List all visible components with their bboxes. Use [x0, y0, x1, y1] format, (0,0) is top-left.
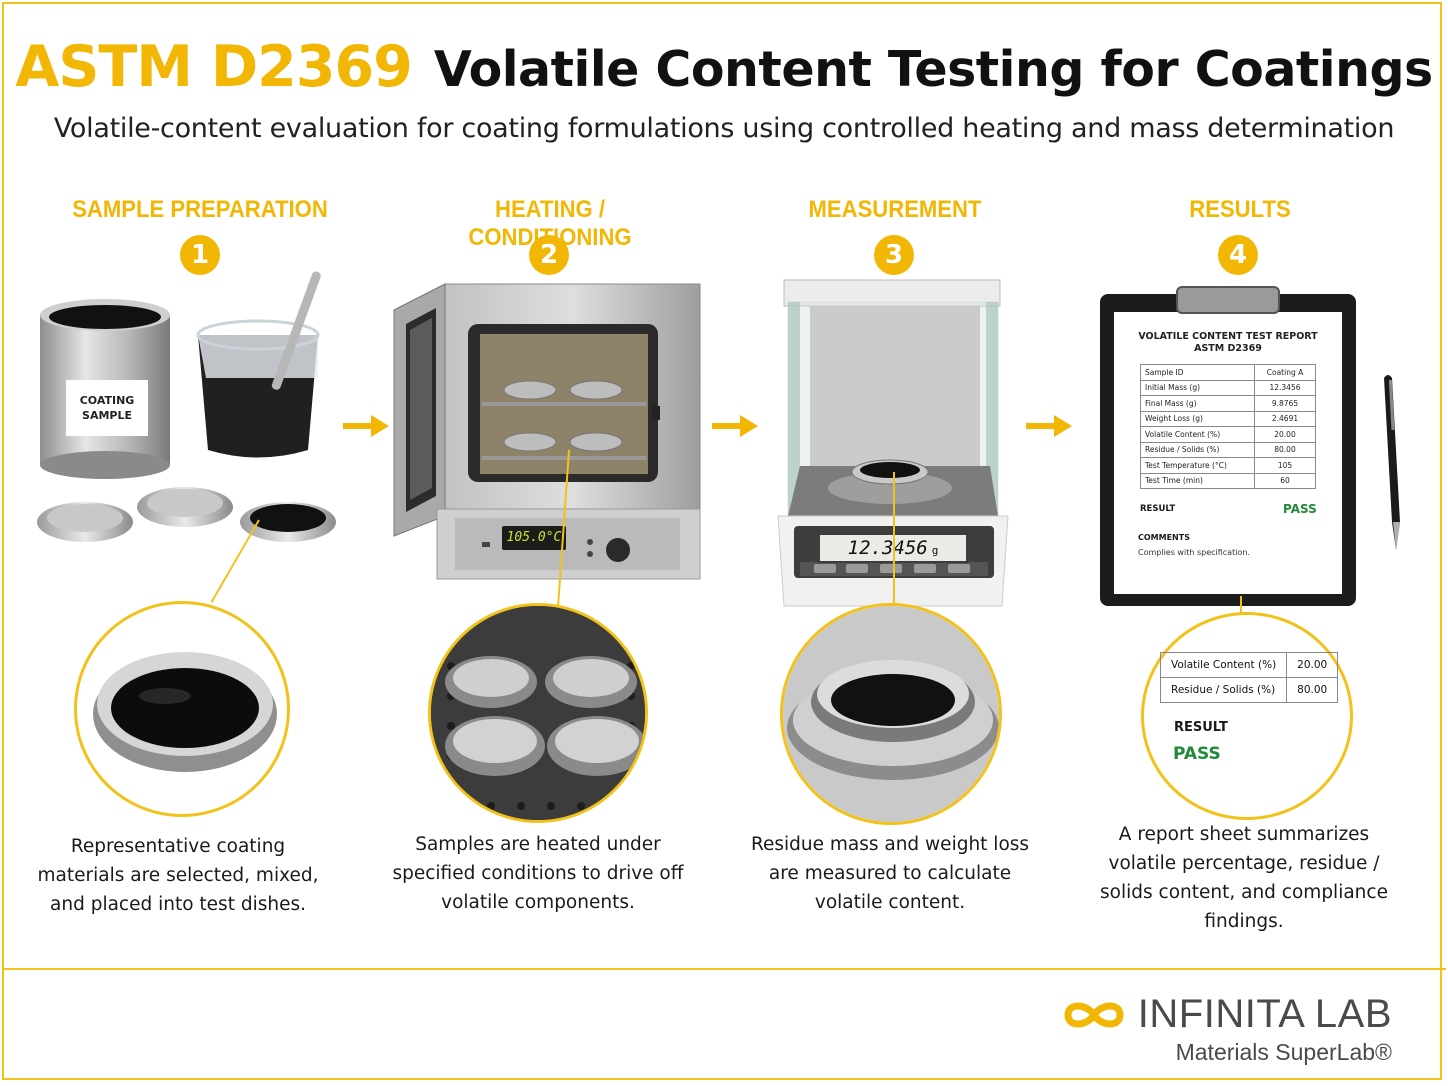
infinity-logo-icon	[1064, 1002, 1124, 1027]
leader-line	[1240, 596, 1242, 614]
row-label: Weight Loss (g)	[1140, 410, 1255, 427]
row-label: Sample ID	[1140, 364, 1255, 381]
report-result-label: RESULT	[1140, 504, 1176, 514]
brand-tagline: Materials SuperLab®	[1175, 1039, 1392, 1065]
step-1-description: Representative coating materials are sel…	[37, 836, 319, 915]
filled-dish-closeup	[93, 652, 277, 772]
row-label: Test Temperature (°C)	[1140, 457, 1255, 474]
drying-oven-illustration	[393, 283, 701, 580]
balance-unit: g	[931, 544, 939, 557]
report-result-value: PASS	[1283, 502, 1317, 516]
table-row: Volatile Content (%)20.00	[1159, 652, 1339, 678]
report-comments: Complies with specification.	[1138, 548, 1250, 557]
table-row: Initial Mass (g)12.3456	[1140, 379, 1316, 396]
step-3-heading: MEASUREMENT	[808, 196, 982, 223]
table-row: Volatile Content (%)20.00	[1140, 426, 1316, 443]
magnified-report-table: Volatile Content (%)20.00 Residue / Soli…	[1159, 652, 1339, 703]
coating-sample-label: COATING SAMPLE	[66, 380, 148, 436]
table-row: Test Time (min)60	[1140, 472, 1316, 489]
table-row: Residue / Solids (%)80.00	[1159, 677, 1339, 703]
balance-reading: 12.3456	[847, 537, 928, 559]
row-value: 80.00	[1286, 677, 1339, 703]
row-label: Volatile Content (%)	[1159, 652, 1288, 678]
row-value: 9.8765	[1254, 395, 1316, 412]
row-label: Initial Mass (g)	[1140, 379, 1255, 396]
row-label: Residue / Solids (%)	[1159, 677, 1288, 703]
zoom-circle-oven-rack	[428, 603, 648, 823]
report-title: VOLATILE CONTENT TEST REPORT ASTM D2369	[1114, 331, 1342, 355]
footer-divider	[2, 968, 1446, 970]
row-value: 2.4691	[1254, 410, 1316, 427]
magnified-result-value: PASS	[1173, 744, 1221, 764]
row-label: Test Time (min)	[1140, 472, 1255, 489]
step-4-description: A report sheet summarizes volatile perce…	[1100, 824, 1388, 932]
clipboard-clip	[1176, 286, 1280, 314]
row-label: Residue / Solids (%)	[1140, 441, 1255, 458]
row-label: Volatile Content (%)	[1140, 426, 1255, 443]
brand-logo: INFINITA LAB Materials SuperLab®	[1062, 992, 1392, 1066]
row-value: 80.00	[1254, 441, 1316, 458]
step-3-description: Residue mass and weight loss are measure…	[750, 834, 1030, 913]
table-row: Final Mass (g)9.8765	[1140, 395, 1316, 412]
zoom-circle-dish	[74, 601, 290, 817]
table-row: Residue / Solids (%)80.00	[1140, 441, 1316, 458]
arrow-right-icon	[712, 415, 758, 437]
leader-line	[893, 472, 895, 608]
row-value: 60	[1254, 472, 1316, 489]
step-4-heading: RESULTS	[1189, 196, 1291, 223]
arrow-right-icon	[343, 415, 389, 437]
report-title-text: VOLATILE CONTENT TEST REPORT	[1138, 331, 1318, 342]
page-title: ASTM D2369 Volatile Content Testing for C…	[0, 34, 1448, 100]
pen-icon	[1384, 375, 1400, 550]
zoom-circle-balance-pan	[780, 603, 1002, 825]
row-value: 105	[1254, 457, 1316, 474]
step-1-heading: SAMPLE PREPARATION	[72, 196, 328, 223]
row-label: Final Mass (g)	[1140, 395, 1255, 412]
oven-rack-dishes-closeup	[431, 606, 645, 820]
step-3-number: 3	[874, 235, 914, 275]
report-standard: ASTM D2369	[1194, 343, 1262, 354]
page-subtitle: Volatile-content evaluation for coating …	[53, 113, 1395, 144]
table-row: Test Temperature (°C)105	[1140, 457, 1316, 474]
balance-pan-closeup	[783, 606, 999, 822]
step-4-number: 4	[1218, 235, 1258, 275]
arrow-right-icon	[1026, 415, 1072, 437]
row-value: 12.3456	[1254, 379, 1316, 396]
step-2-number: 2	[529, 235, 569, 275]
magnified-result-label: RESULT	[1174, 720, 1228, 735]
standard-code: ASTM D2369	[15, 34, 413, 100]
row-value: 20.00	[1286, 652, 1339, 678]
report-comments-label: COMMENTS	[1138, 533, 1190, 542]
zoom-circle-report	[1141, 612, 1353, 820]
row-value: Coating A	[1254, 364, 1316, 381]
brand-name: INFINITA LAB	[1137, 992, 1392, 1036]
oven-temperature-display: 105.0°C	[502, 526, 566, 550]
step-2-description: Samples are heated under specified condi…	[392, 834, 684, 913]
row-value: 20.00	[1254, 426, 1316, 443]
step-1-number: 1	[180, 235, 220, 275]
table-row: Weight Loss (g)2.4691	[1140, 410, 1316, 427]
title-text: Volatile Content Testing for Coatings	[433, 41, 1433, 98]
